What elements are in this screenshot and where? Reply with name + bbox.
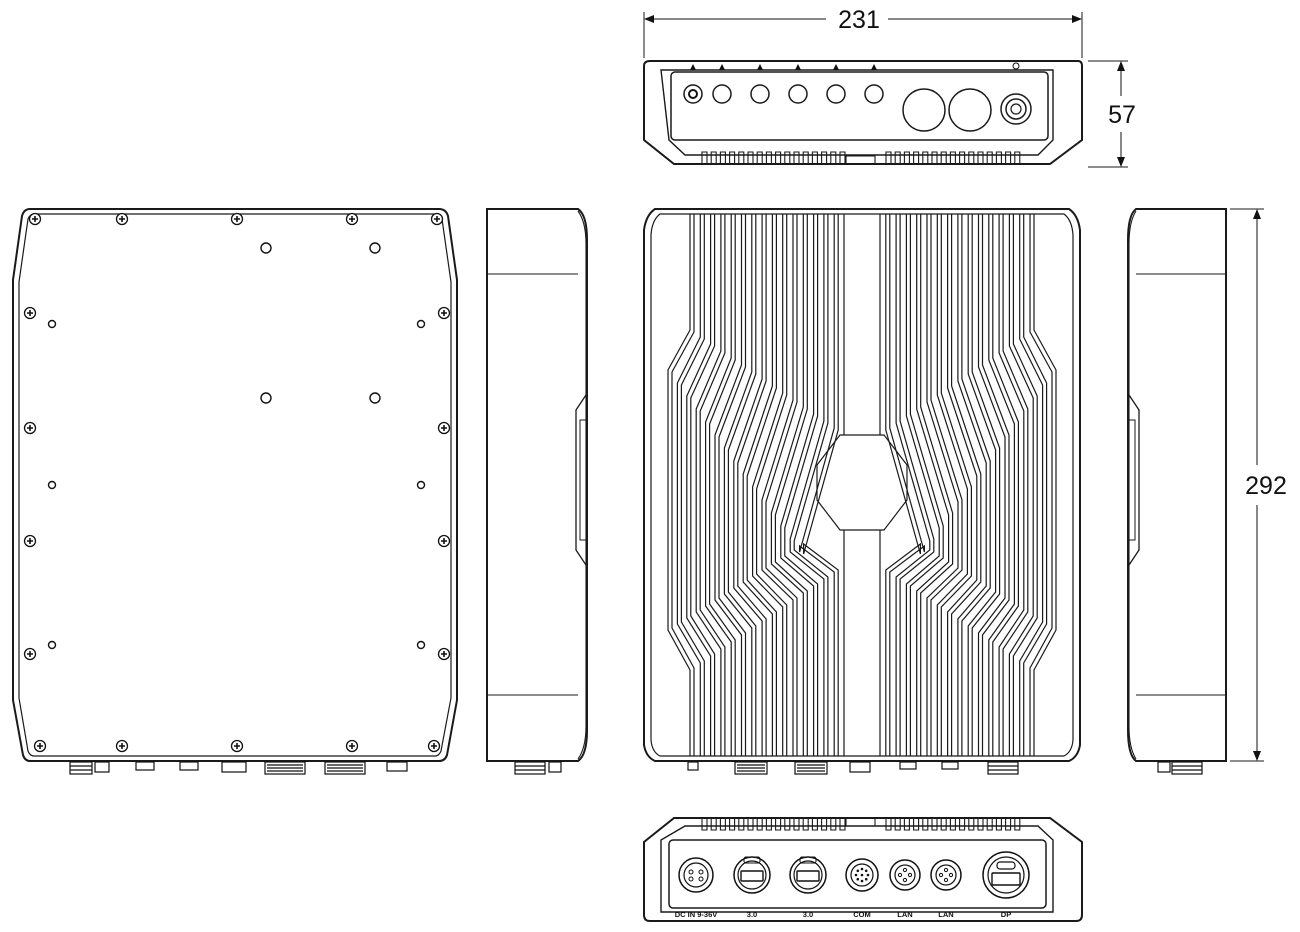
port-label: 3.0	[803, 910, 813, 919]
width-value: 231	[838, 6, 880, 34]
screw-icon	[23, 421, 37, 435]
screw-icon	[230, 212, 244, 226]
screw-icon	[28, 212, 42, 226]
depth-value: 57	[1108, 101, 1136, 129]
screw-icon	[23, 647, 37, 661]
left-side-view	[486, 208, 588, 775]
side-connector	[1157, 761, 1203, 775]
port-2: 3.0	[789, 856, 827, 919]
port-5: LAN	[930, 859, 962, 919]
back-panel-view	[12, 208, 458, 775]
top-view	[643, 60, 1083, 165]
bottom-connectors	[69, 761, 408, 775]
bottom-port-view: DC IN 9-36V 3.0 3.0 COM LAN LAN DP	[643, 817, 1083, 922]
port-4: LAN	[889, 859, 921, 919]
antenna-ports	[683, 84, 884, 104]
blank-plug	[902, 88, 946, 132]
blank-plug	[948, 88, 992, 132]
side-connector	[514, 761, 562, 775]
width-dimension: 231	[643, 6, 1083, 58]
screw-icon	[345, 212, 359, 226]
port-label: COM	[853, 910, 871, 919]
heatsink-fins	[667, 214, 1057, 756]
screw-icon	[427, 739, 441, 753]
port-label: LAN	[897, 910, 912, 919]
screw-icon	[23, 534, 37, 548]
port-label: 3.0	[747, 910, 757, 919]
mounting-holes	[47, 242, 426, 650]
port-1: 3.0	[733, 856, 771, 919]
top-heatsink-fins	[701, 151, 1021, 164]
io-ports: DC IN 9-36V 3.0 3.0 COM LAN LAN DP	[675, 851, 1030, 919]
screw-icon	[230, 739, 244, 753]
screw-icon	[115, 212, 129, 226]
port-0: DC IN 9-36V	[675, 857, 718, 919]
height-value: 292	[1245, 472, 1287, 500]
screw-icon	[437, 306, 451, 320]
screw-icon	[345, 739, 359, 753]
port-label: DC IN 9-36V	[675, 910, 718, 919]
bottom-heatsink-fins	[701, 818, 1021, 831]
top-markers	[690, 62, 1020, 70]
port-6: DP	[982, 851, 1030, 919]
power-button-icon	[1000, 93, 1032, 125]
port-3: COM	[845, 858, 879, 919]
panel-screws	[23, 212, 451, 753]
screw-icon	[115, 739, 129, 753]
port-label: DP	[1001, 910, 1011, 919]
front-connectors	[687, 761, 1019, 775]
front-heatsink-view	[643, 208, 1081, 775]
screw-icon	[23, 306, 37, 320]
screw-icon	[437, 647, 451, 661]
screw-icon	[33, 739, 47, 753]
height-dimension: 292	[1230, 208, 1287, 762]
screw-icon	[437, 421, 451, 435]
port-label: LAN	[938, 910, 953, 919]
depth-dimension: 57	[1088, 60, 1136, 168]
right-side-view	[1127, 208, 1227, 775]
screw-icon	[430, 212, 444, 226]
screw-icon	[437, 534, 451, 548]
